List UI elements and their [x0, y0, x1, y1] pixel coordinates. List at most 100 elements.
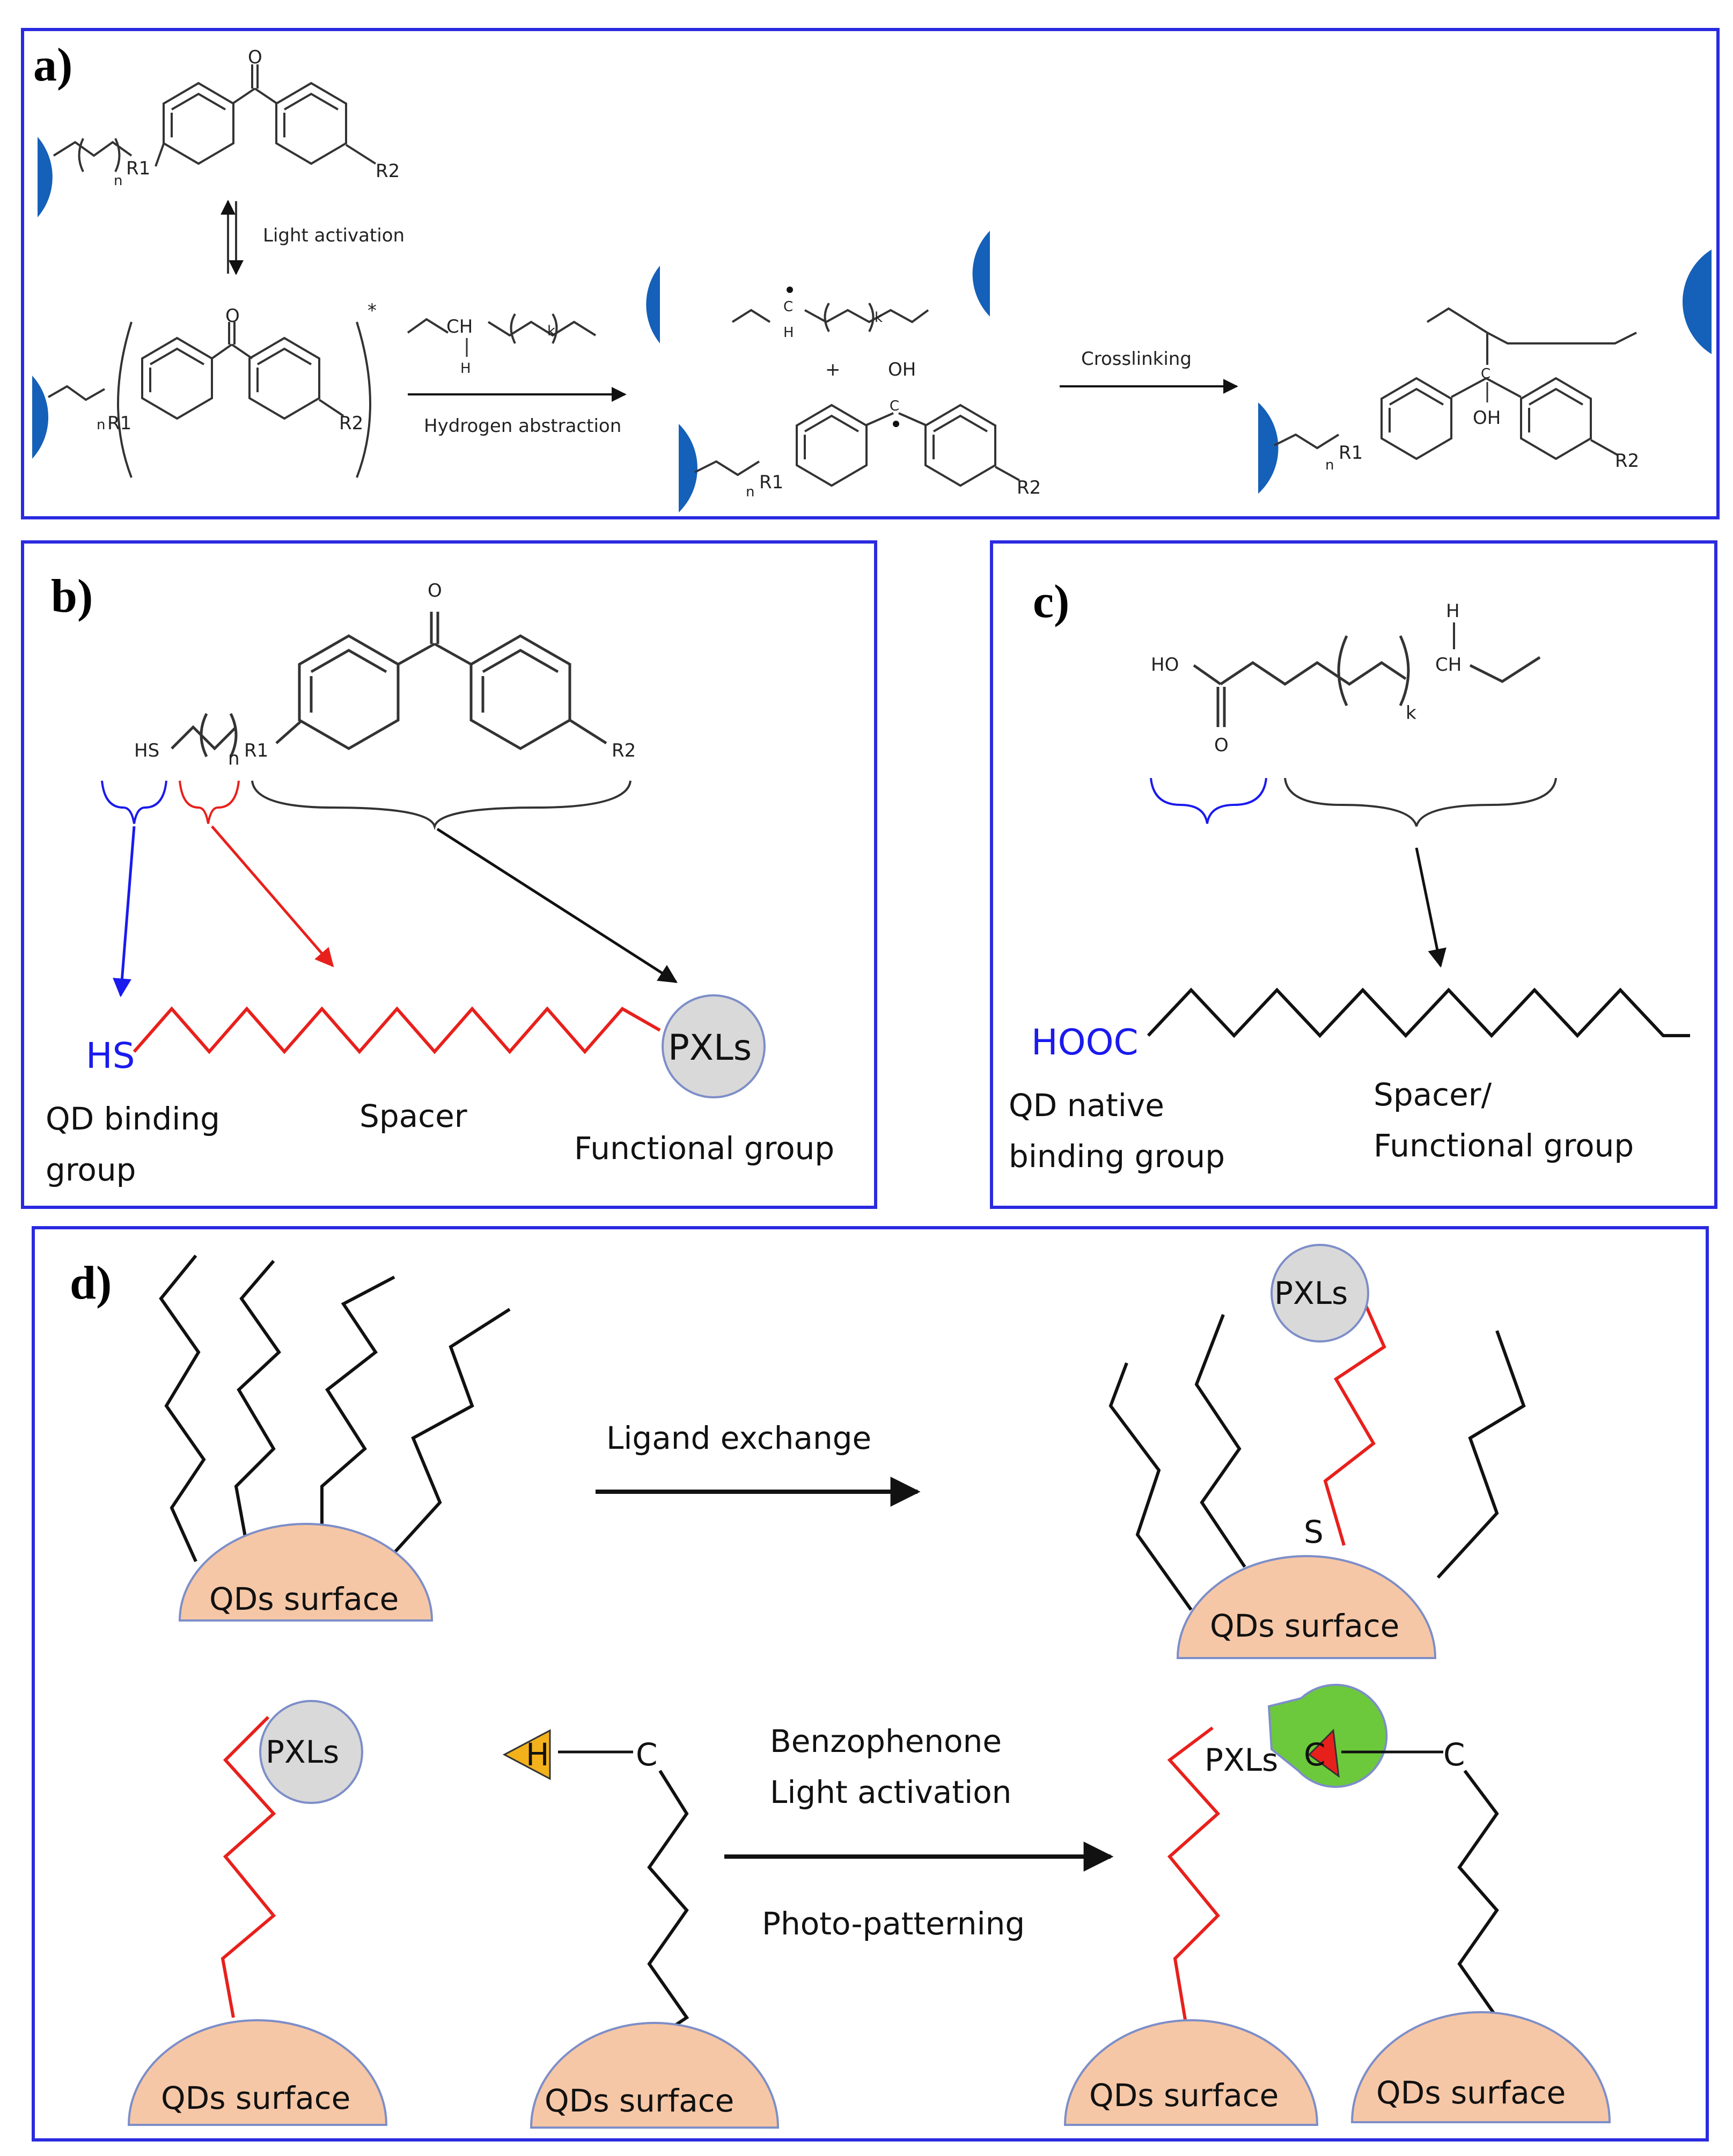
r2-label: R2 [376, 160, 400, 182]
r2-label: R2 [1017, 477, 1041, 498]
panel-a-label: a) [33, 39, 72, 91]
c-triangle [1308, 1728, 1340, 1778]
spacer-fg-label-2: Functional group [1374, 1127, 1634, 1164]
ch-label: CH [446, 316, 473, 338]
benzene-ring [163, 82, 234, 165]
benzene-ring [796, 404, 868, 487]
h-label: H [460, 361, 471, 377]
qds-surface-label: QDs surface [1089, 2077, 1279, 2114]
panel-a-frame [21, 28, 1720, 519]
r1-label: R1 [126, 158, 150, 179]
pxls-label: PXLs [266, 1734, 339, 1770]
h-triangle [502, 1729, 551, 1780]
binding-brace [101, 780, 167, 824]
oxygen-label: O [225, 305, 240, 327]
h-label: H [526, 1736, 549, 1773]
nanoparticle-shape [972, 231, 990, 317]
oh-label: OH [1473, 407, 1501, 429]
c-label: C [890, 398, 899, 414]
k-label: k [547, 323, 555, 339]
qd-surface [530, 2022, 780, 2129]
c-label: C [1304, 1736, 1326, 1773]
panel-b-label: b) [51, 570, 93, 622]
k-label: k [1406, 702, 1416, 724]
pxls-label: PXLs [668, 1027, 752, 1068]
spacer-fg-label: Spacer/ [1374, 1076, 1492, 1113]
c-label: C [783, 299, 793, 315]
qd-surface [178, 1523, 434, 1622]
k-label: k [875, 310, 883, 326]
qds-surface-label: QDs surface [209, 1581, 399, 1617]
ligand-exchange-label: Ligand exchange [606, 1420, 871, 1456]
functional-brace [251, 780, 631, 831]
h-label: H [783, 325, 794, 341]
qds-surface-label: QDs surface [545, 2082, 734, 2119]
panel-b-frame [21, 540, 877, 1209]
hs-formula-label: HS [134, 740, 159, 761]
oxygen-label: O [1214, 735, 1229, 756]
ho-label: HO [1151, 654, 1179, 676]
panel-d-label: d) [70, 1257, 112, 1309]
n-label: n [1325, 457, 1334, 473]
benzene-ring [248, 337, 320, 420]
nanoparticle-shape [646, 266, 660, 343]
pxls-circle [1271, 1244, 1369, 1343]
qd-binding-group-label-2: group [46, 1152, 136, 1188]
functional-group-label: Functional group [574, 1130, 834, 1167]
pxls-label: PXLs [1205, 1742, 1278, 1778]
n-label: n [746, 484, 754, 500]
c-label: C [636, 1736, 658, 1773]
benzene-ring [1380, 377, 1452, 460]
r1-label: R1 [244, 740, 268, 761]
qd-surface [1176, 1555, 1437, 1659]
n-label: n [228, 748, 240, 769]
benzene-ring [299, 636, 398, 749]
oxygen-label: O [248, 47, 262, 68]
nanoparticle-shape [38, 137, 53, 217]
qd-binding-group-label: QD binding [46, 1101, 220, 1137]
spacer-chain [133, 1006, 661, 1054]
oxygen-label: O [428, 580, 442, 602]
c-label: C [1443, 1736, 1465, 1773]
qd-surface [127, 2019, 388, 2126]
c-label: C [1481, 366, 1490, 382]
chain-bracket [78, 138, 121, 172]
hooc-label: HOOC [1031, 1022, 1139, 1063]
benzene-ring [275, 82, 347, 165]
r1-label: R1 [759, 472, 783, 493]
benzene-ring [141, 337, 213, 420]
crosslinking-label: Crosslinking [1081, 348, 1192, 370]
n-label: n [114, 173, 122, 189]
nanoparticle-shape [1258, 402, 1279, 494]
pxls-ligand-chain [1323, 1297, 1386, 1546]
benzene-ring [924, 404, 996, 487]
panel-a: a) n R1 O R2 Light activation n R1 O [21, 28, 1720, 519]
nanoparticle-shape [1682, 250, 1712, 354]
qd-native-label-2: binding group [1009, 1138, 1225, 1175]
benzophenone-label: Benzophenone [770, 1723, 1002, 1759]
qds-surface-label: QDs surface [161, 2080, 350, 2116]
spacer-label: Spacer [359, 1098, 467, 1134]
panel-c: c) HO O k H CH HOOC QD native binding gr… [990, 540, 1717, 1209]
panel-d-frame [32, 1226, 1709, 2142]
panel-c-frame [990, 540, 1717, 1209]
hydrogen-abstraction-label: Hydrogen abstraction [424, 415, 621, 437]
light-activation-label: Light activation [770, 1774, 1011, 1810]
r2-label: R2 [339, 413, 363, 434]
benzene-ring [1520, 377, 1592, 460]
qd-surface [1063, 2019, 1319, 2126]
pxls-circle [662, 994, 766, 1098]
nanoparticle-shape [679, 424, 697, 512]
pxls-label: PXLs [1274, 1275, 1348, 1311]
qd-surface [1350, 2011, 1611, 2123]
r1-label: R1 [1339, 442, 1363, 464]
pxls-ligand-chain [1167, 1726, 1221, 2023]
hs-group-label: HS [86, 1035, 135, 1076]
photo-patterning-label: Photo-patterning [762, 1905, 1025, 1942]
plus-sign: + [825, 359, 841, 380]
spacer-brace [179, 780, 240, 824]
panel-c-label: c) [1033, 576, 1069, 628]
spacer-fg-brace [1284, 778, 1557, 827]
panel-b: b) HS n R1 O R2 HS PXLs QD binding group… [21, 540, 877, 1209]
